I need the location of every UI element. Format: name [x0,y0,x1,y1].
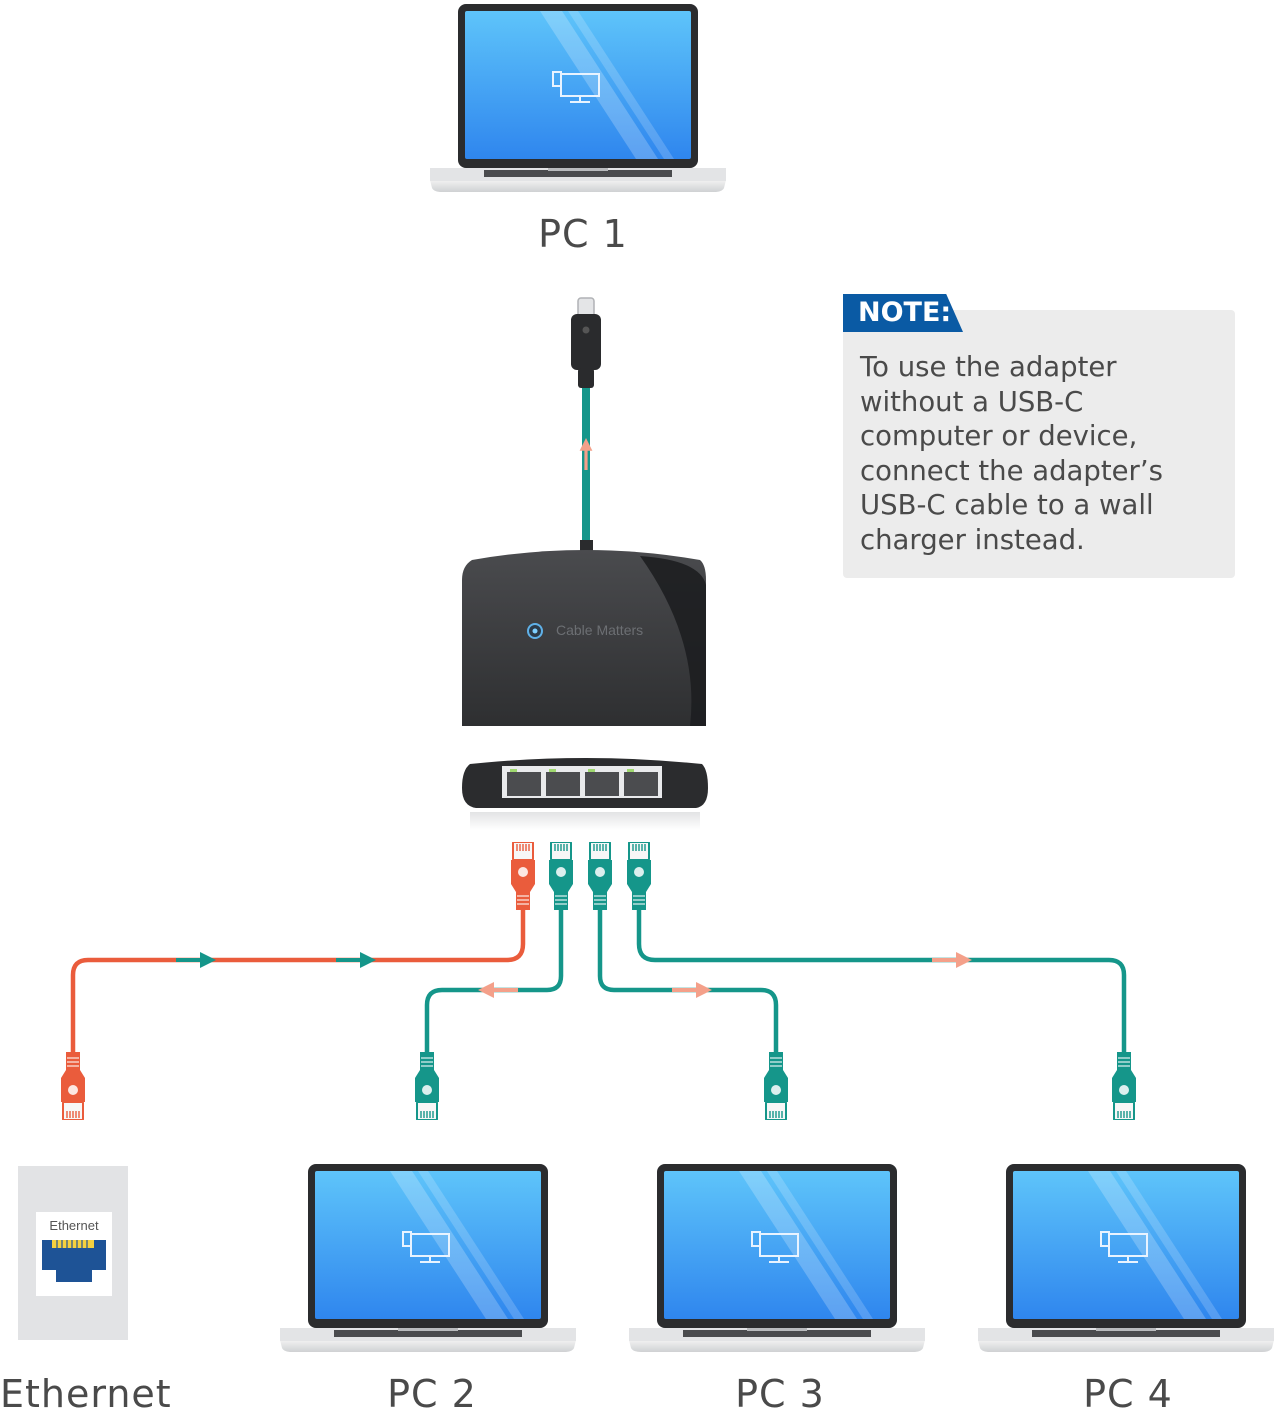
uplink-cable [70,908,526,1054]
lan-cable-pc3 [597,908,779,1054]
lan-cable-pc4 [636,908,1127,1054]
pc4-label: PC 4 [1083,1372,1173,1411]
adapter-body [462,550,706,726]
pc1-laptop-icon [429,3,727,193]
usb-c-plug-icon [571,297,601,388]
note-title: NOTE: [843,294,963,332]
pc2-flow-arrow-icon [478,982,518,998]
rj45-plug-icon [510,842,536,911]
pc2-label: PC 2 [387,1372,477,1411]
rj45-plug-icon [414,1051,1137,1120]
pc3-flow-arrow-icon [672,982,712,998]
adapter-brand: Cable Matters [556,622,644,638]
ethernet-label: Ethernet [0,1372,172,1411]
usb-flow-arrow-icon [579,438,593,470]
note-box [843,310,1235,578]
note-text: To use the adapter without a USB-C compu… [860,351,1163,556]
ethernet-wall-jack-icon [18,1166,128,1340]
wall-jack-label: Ethernet [49,1218,99,1233]
pc4-flow-arrow-icon [932,952,972,968]
rj45-plug-icon [60,1051,86,1120]
pc3-label: PC 3 [735,1372,825,1411]
pc4-laptop-icon [977,1163,1275,1353]
pc1-label: PC 1 [538,212,628,256]
adapter-ports [462,758,708,830]
lan-cable-pc2 [424,908,564,1054]
pc3-laptop-icon [628,1163,926,1353]
pc2-laptop-icon [279,1163,577,1353]
rj45-plug-icon [548,842,652,911]
